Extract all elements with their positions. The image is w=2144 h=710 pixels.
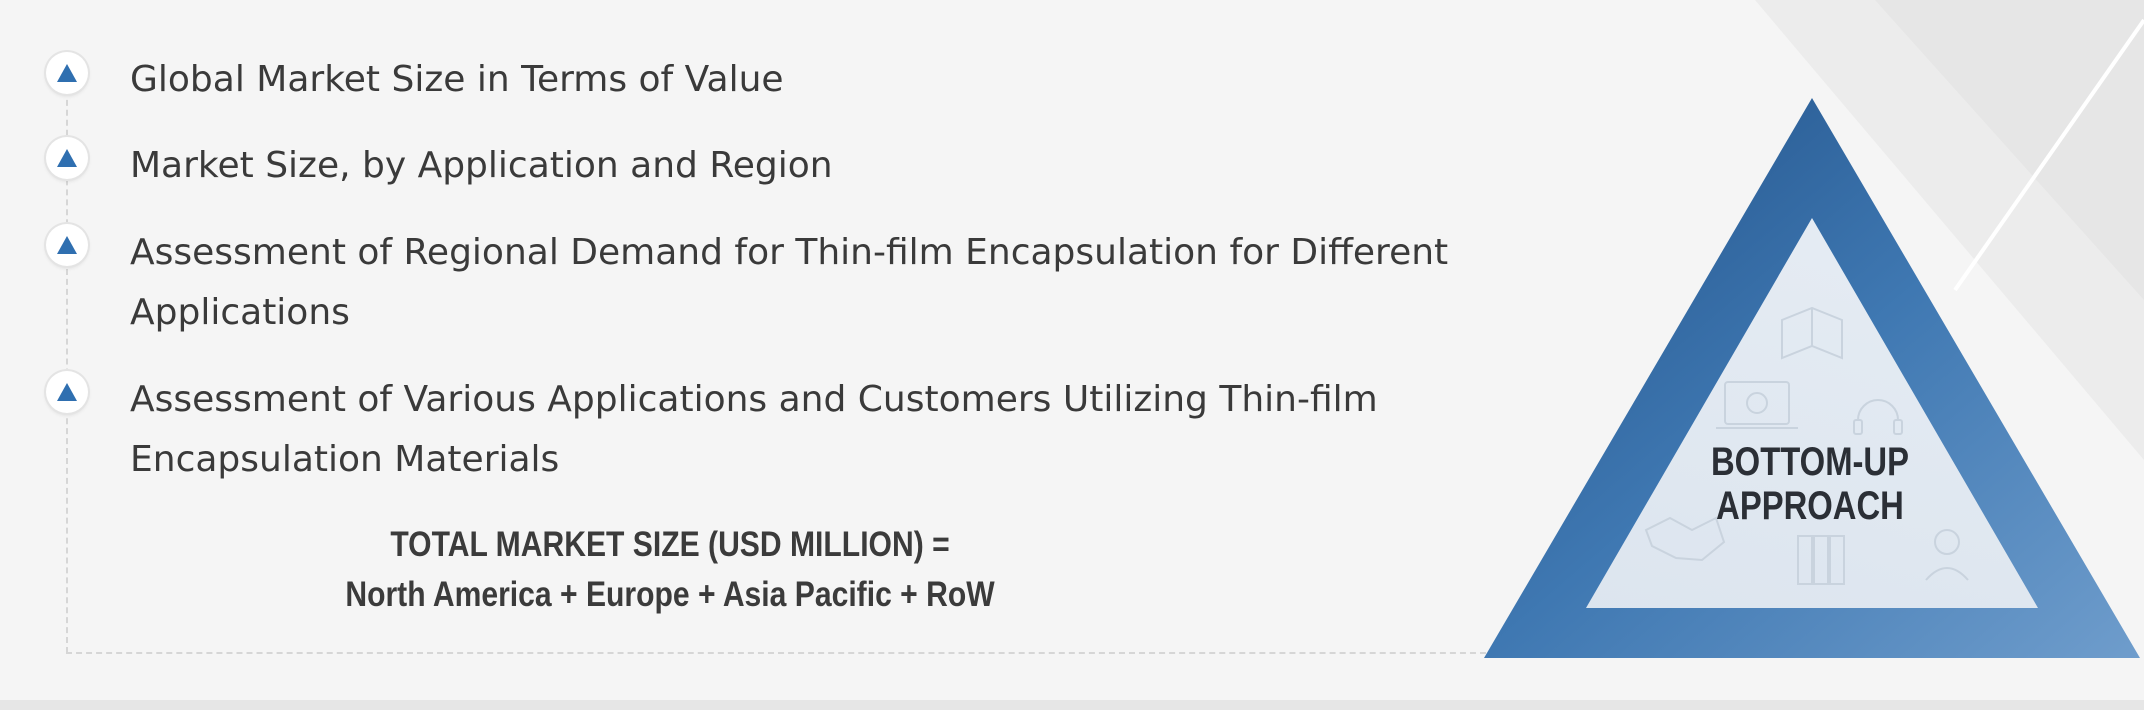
bullet-1 (46, 52, 88, 94)
timeline-bottom-line (66, 652, 1486, 654)
bullet-2 (46, 137, 88, 179)
bottom-strip (0, 700, 2144, 710)
person-icon (1925, 529, 1969, 581)
background-facet (1755, 0, 2144, 460)
triangle-up-icon (57, 383, 77, 401)
approach-line-1: BOTTOM-UP (1710, 440, 1910, 484)
binders-icon (1797, 535, 1845, 585)
formula-line-1: TOTAL MARKET SIZE (USD MILLION) = (390, 525, 950, 564)
book-icon (1781, 306, 1843, 360)
handshake-icon (1644, 516, 1726, 562)
bullet-3 (46, 224, 88, 266)
list-item-4: Assessment of Various Applications and C… (130, 379, 1378, 480)
bottom-up-triangle (1484, 98, 2140, 658)
laptop-globe-icon (1716, 381, 1798, 429)
headset-icon (1853, 399, 1903, 435)
triangle-up-icon (57, 64, 77, 82)
triangle-up-icon (57, 236, 77, 254)
list-item-1: Global Market Size in Terms of Value (130, 59, 784, 100)
approach-label: BOTTOM-UP APPROACH (1687, 440, 1933, 528)
inner-triangle (1586, 218, 2038, 608)
list-item-3: Assessment of Regional Demand for Thin-f… (130, 232, 1449, 333)
list-item-2: Market Size, by Application and Region (130, 145, 833, 186)
approach-line-2: APPROACH (1716, 484, 1904, 528)
triangle-up-icon (57, 149, 77, 167)
timeline-line (66, 70, 68, 653)
bullet-4 (46, 371, 88, 413)
total-market-formula: TOTAL MARKET SIZE (USD MILLION) = North … (266, 520, 1074, 620)
formula-line-2: North America + Europe + Asia Pacific + … (345, 575, 995, 614)
